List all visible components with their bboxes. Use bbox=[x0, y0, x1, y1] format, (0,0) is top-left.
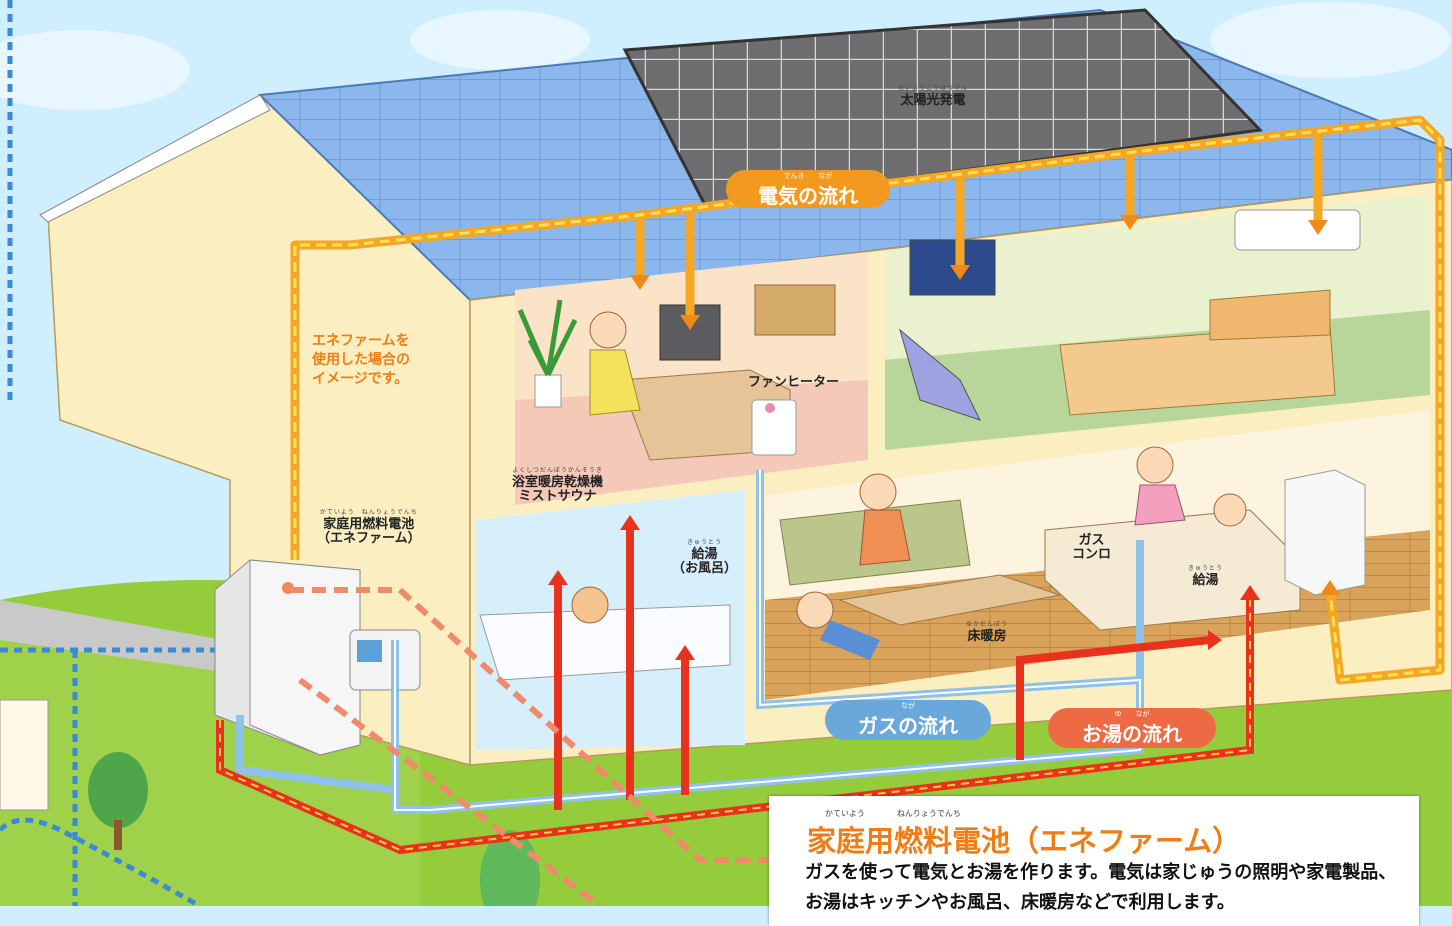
label-gas-stove-line2: コンロ bbox=[1072, 547, 1112, 563]
label-hot-water-bath: きゅうとう 給湯 （お風呂） bbox=[672, 539, 738, 576]
label-hot-water-bath-line2: （お風呂） bbox=[672, 560, 738, 576]
label-bath-dryer-line1: 浴室暖房乾燥機 bbox=[512, 474, 604, 490]
label-solar-text: 太陽光発電 bbox=[900, 92, 966, 108]
gas-lines-inner bbox=[394, 470, 1141, 811]
electricity-lines-inner bbox=[293, 118, 1442, 682]
label-hot-water-bath-line1: 給湯 bbox=[691, 546, 718, 562]
clouds bbox=[0, 2, 1450, 110]
pill-hot-water-ruby: ゆ なが bbox=[1114, 710, 1150, 718]
hot-water-lines-inner bbox=[219, 600, 1251, 852]
enefarm-note: エネファームを 使用した場合の イメージです。 bbox=[312, 332, 410, 389]
pill-hot-water-text: お湯の流れ bbox=[1082, 722, 1182, 746]
callout-line bbox=[290, 587, 770, 906]
kitchen-counter bbox=[1044, 509, 1301, 631]
plant bbox=[517, 299, 578, 408]
hot-water-arrows bbox=[548, 515, 1260, 660]
tree bbox=[480, 830, 540, 906]
note-line1: エネファームを bbox=[312, 333, 410, 349]
label-bath-dryer: よくしつだんぼうかんそうき 浴室暖房乾燥機 ミストサウナ bbox=[512, 467, 604, 504]
pill-electricity-text: 電気の流れ bbox=[758, 184, 858, 208]
label-bath-dryer-ruby: よくしつだんぼうかんそうき bbox=[512, 467, 603, 474]
fuel-cell-unit bbox=[214, 559, 361, 756]
label-floor-heating-text: 床暖房 bbox=[967, 628, 1007, 644]
label-solar: たいようこうはつでん 太陽光発電 bbox=[898, 85, 968, 108]
air-conditioner bbox=[1234, 209, 1361, 251]
pill-electricity-ruby: でんき なが bbox=[783, 172, 833, 180]
gas-main-line bbox=[0, 0, 240, 906]
label-gas-stove-line1: ガス bbox=[1078, 533, 1105, 548]
note-line3: イメージです。 bbox=[312, 371, 409, 387]
tree bbox=[88, 752, 148, 828]
roof-edge bbox=[39, 94, 271, 223]
child-on-floor bbox=[796, 591, 880, 660]
info-box: かていよう ねんりょうでんち 家庭用燃料電池（エネファーム） ガスを使って電気と… bbox=[769, 796, 1419, 926]
label-fan-heater-text: ファンヒーター bbox=[748, 375, 840, 390]
label-gas-stove: ガス コンロ bbox=[1072, 533, 1112, 563]
label-hot-water-kitchen: きゅうとう 給湯 bbox=[1188, 565, 1224, 588]
tree-trunk bbox=[114, 820, 122, 850]
bathtub bbox=[479, 586, 731, 681]
label-hot-water-bath-ruby: きゅうとう bbox=[687, 539, 723, 546]
label-floor-heating: ゆかだんぼう 床暖房 bbox=[966, 621, 1009, 644]
label-fuel-cell: かていよう ねんりょうでんち 家庭用燃料電池 （エネファーム） bbox=[317, 509, 421, 546]
neighbor-building bbox=[0, 699, 49, 811]
road bbox=[0, 600, 280, 680]
solar-panel bbox=[622, 8, 1264, 207]
pill-electricity-flow: でんき なが 電気の流れ bbox=[726, 170, 890, 208]
info-title: 家庭用燃料電池（エネファーム） bbox=[807, 824, 1242, 858]
pill-gas-text: ガスの流れ bbox=[858, 714, 958, 738]
gas-meter bbox=[349, 629, 421, 691]
label-fuel-cell-line2: （エネファーム） bbox=[317, 530, 421, 546]
label-solar-ruby: たいようこうはつでん bbox=[898, 85, 968, 92]
armchair bbox=[899, 328, 981, 421]
bed bbox=[1059, 289, 1336, 416]
fan-heater bbox=[751, 399, 797, 456]
pill-gas-flow: なが ガスの流れ bbox=[825, 700, 991, 740]
person-at-desk bbox=[589, 311, 641, 416]
coffee-table bbox=[838, 574, 1062, 626]
label-fuel-cell-line1: 家庭用燃料電池 bbox=[323, 516, 415, 532]
info-body: ガスを使って電気とお湯を作ります。電気は家じゅうの照明や家電製品、お湯はキッチン… bbox=[805, 862, 1397, 913]
elderly-man bbox=[859, 473, 911, 566]
label-bath-dryer-line2: ミストサウナ bbox=[518, 488, 597, 504]
label-hot-water-kitchen-text: 給湯 bbox=[1192, 572, 1219, 588]
girl bbox=[1213, 493, 1247, 527]
label-hot-water-kitchen-ruby: きゅうとう bbox=[1188, 565, 1224, 572]
mother-cooking bbox=[1134, 446, 1186, 526]
pill-hot-water-flow: ゆ なが お湯の流れ bbox=[1048, 708, 1216, 748]
refrigerator bbox=[1284, 469, 1366, 596]
label-fan-heater: ファンヒーター bbox=[748, 375, 840, 390]
info-title-ruby: かていよう ねんりょうでんち bbox=[825, 809, 961, 818]
electricity-arrows bbox=[630, 215, 1340, 595]
cork-board bbox=[754, 284, 836, 336]
label-floor-heating-ruby: ゆかだんぼう bbox=[966, 621, 1009, 628]
pill-gas-ruby: なが bbox=[901, 702, 915, 710]
desk bbox=[619, 304, 791, 461]
house-illustration bbox=[0, 0, 1452, 906]
note-line2: 使用した場合の bbox=[312, 352, 410, 368]
label-fuel-cell-ruby: かていよう ねんりょうでんち bbox=[319, 509, 418, 516]
